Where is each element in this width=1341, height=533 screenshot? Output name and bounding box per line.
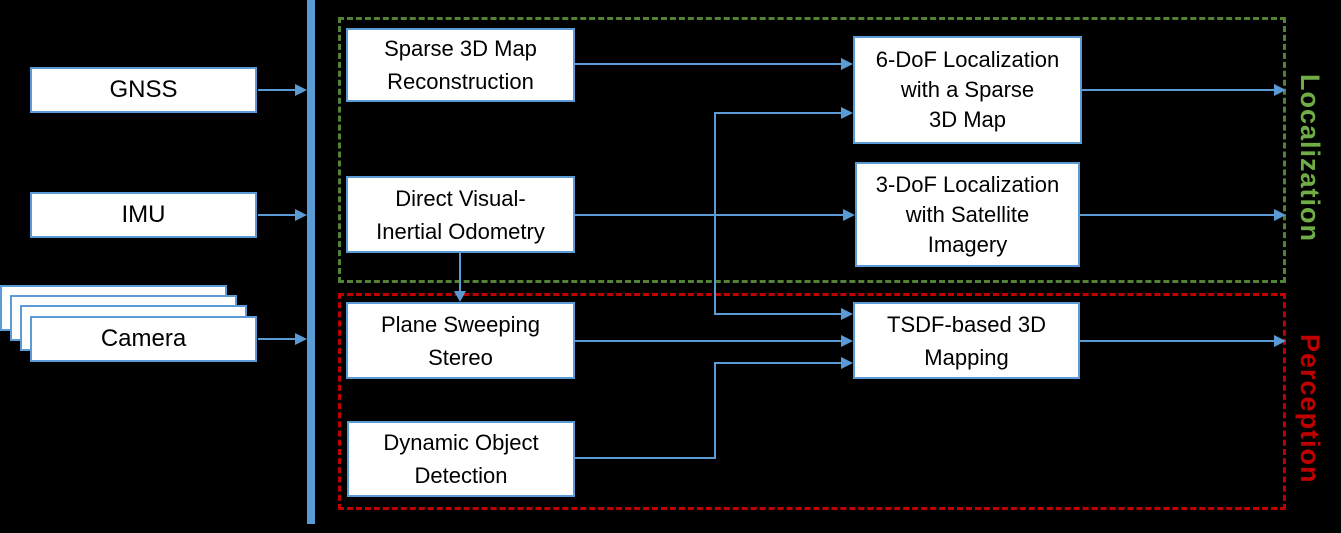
connector-imu-to-bus xyxy=(258,209,307,221)
camera-box: Camera xyxy=(30,316,257,362)
plane-sweeping-line-2: Stereo xyxy=(428,344,493,370)
camera-label: Camera xyxy=(100,325,187,352)
sparse-map-line-2: Reconstruction xyxy=(387,69,534,94)
direct-visual-inertial-odometry-box: Direct Visual- Inertial Odometry xyxy=(346,176,575,253)
imu-label: IMU xyxy=(121,201,166,228)
gnss-box: GNSS xyxy=(30,67,257,113)
6dof-line-3: 3D Map xyxy=(928,107,1007,132)
plane-sweeping-line-1: Plane Sweeping xyxy=(380,311,540,337)
perception-group-label: Perception xyxy=(1295,334,1325,484)
6dof-line-1: 6-DoF Localization xyxy=(875,47,1060,72)
tsdf-line-1: TSDF-based 3D xyxy=(887,311,1046,337)
dynamic-object-detection-box: Dynamic Object Detection xyxy=(347,421,575,497)
connector-gnss-to-bus xyxy=(258,84,307,96)
dynamic-object-line-1: Dynamic Object xyxy=(383,430,539,455)
connector-camera-to-bus xyxy=(258,333,307,345)
sparse-map-line-1: Sparse 3D Map xyxy=(384,36,537,61)
dvio-line-1: Direct Visual- xyxy=(395,185,526,211)
dvio-line-2: Inertial Odometry xyxy=(376,218,545,244)
gnss-label: GNSS xyxy=(109,76,178,103)
3dof-line-1: 3-DoF Localization xyxy=(875,171,1060,197)
plane-sweeping-stereo-box: Plane Sweeping Stereo xyxy=(346,302,575,379)
3dof-line-3: Imagery xyxy=(927,231,1008,257)
6dof-localization-box: 6-DoF Localization with a Sparse 3D Map xyxy=(853,36,1082,144)
sensor-bus-bar xyxy=(307,0,315,524)
3dof-line-2: with Satellite xyxy=(905,201,1030,227)
3dof-localization-box: 3-DoF Localization with Satellite Imager… xyxy=(855,162,1080,267)
imu-box: IMU xyxy=(30,192,257,238)
localization-group-frame xyxy=(338,17,1286,283)
localization-group-label: Localization xyxy=(1295,74,1325,243)
perception-group-frame xyxy=(338,293,1286,510)
tsdf-mapping-box: TSDF-based 3D Mapping xyxy=(853,302,1080,379)
tsdf-line-2: Mapping xyxy=(924,344,1009,370)
sparse-map-reconstruction-box: Sparse 3D Map Reconstruction xyxy=(346,28,575,102)
dynamic-object-line-2: Detection xyxy=(414,463,508,488)
6dof-line-2: with a Sparse xyxy=(900,77,1035,102)
